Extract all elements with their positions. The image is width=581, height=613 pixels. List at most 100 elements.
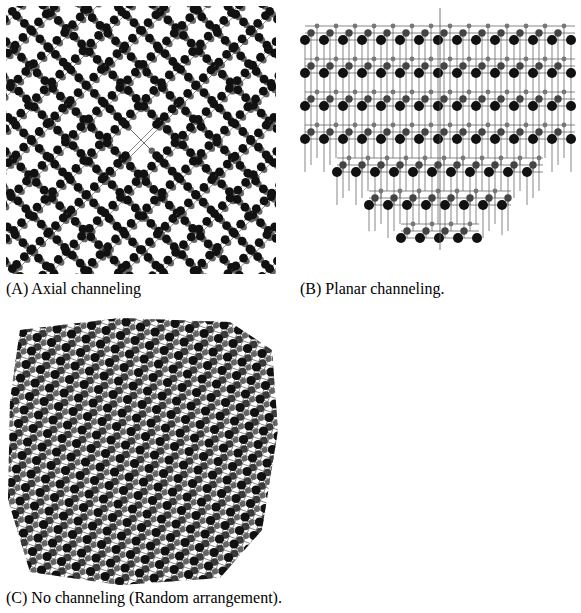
bond-line <box>501 158 502 191</box>
bond-line <box>69 308 75 322</box>
atom-dot <box>357 101 367 111</box>
atom-dot <box>74 88 83 97</box>
atom-dot <box>120 42 129 51</box>
atom-dot <box>543 24 548 29</box>
atom-dot <box>270 113 276 122</box>
atom-dot <box>448 123 453 128</box>
atom-dot <box>126 109 135 118</box>
atom-dot <box>516 128 523 135</box>
bond-line <box>38 37 276 274</box>
bond-line <box>0 542 10 547</box>
bond-line <box>463 158 464 191</box>
atom-dot <box>421 200 431 210</box>
bond-line <box>19 552 25 566</box>
atom-dot <box>256 53 265 62</box>
atom-dot <box>202 54 211 63</box>
atom-dot <box>86 232 95 241</box>
bond-line <box>330 132 331 165</box>
atom-dot <box>275 181 276 190</box>
bond-line <box>387 33 388 66</box>
atom-dot <box>440 95 447 102</box>
atom-dot <box>171 248 180 257</box>
atom-dot <box>121 306 127 312</box>
bond-line <box>164 163 276 274</box>
atom-dot <box>459 29 466 36</box>
atom-dot <box>63 62 72 71</box>
atom-dot <box>562 123 567 128</box>
bond-line <box>539 99 540 132</box>
atom-dot <box>76 122 85 131</box>
atom-dot <box>72 164 81 173</box>
bond-line <box>4 347 10 361</box>
bond-line <box>469 26 470 59</box>
bond-line <box>35 34 276 274</box>
bond-line <box>0 355 4 360</box>
atom-dot <box>147 109 156 118</box>
atom-dot <box>566 134 576 144</box>
bond-line <box>349 158 350 191</box>
atom-dot <box>222 50 231 59</box>
atom-dot <box>185 258 194 267</box>
atom-dot <box>82 190 91 199</box>
atom-dot <box>67 206 76 215</box>
atom-dot <box>17 317 23 323</box>
atom-dot <box>102 23 111 32</box>
atom-dot <box>471 134 481 144</box>
atom-dot <box>441 227 448 234</box>
atom-dot <box>38 110 47 119</box>
atom-dot <box>256 218 265 227</box>
atom-dot <box>543 57 548 62</box>
atom-dot <box>505 90 510 95</box>
bond-line <box>545 26 546 59</box>
atom-dot <box>0 448 3 454</box>
atom-dot <box>274 71 276 80</box>
atom-dot <box>178 131 187 140</box>
atom-dot <box>385 156 390 161</box>
atom-dot <box>455 189 460 194</box>
bond-line <box>368 66 369 99</box>
atom-dot <box>390 194 397 201</box>
bond-line <box>317 26 318 59</box>
bond-line <box>38 6 276 249</box>
axial-lattice <box>6 6 276 274</box>
atom-dot <box>248 61 257 70</box>
atom-dot <box>408 167 418 177</box>
atom-dot <box>326 95 333 102</box>
atom-dot <box>136 26 145 35</box>
atom-dot <box>230 42 239 51</box>
atom-dot <box>53 145 62 154</box>
atom-dot <box>40 186 49 195</box>
atom-dot <box>215 167 224 176</box>
atom-dot <box>326 29 333 36</box>
atom-dot <box>77 232 86 241</box>
atom-dot <box>84 114 93 123</box>
atom-dot <box>6 192 15 201</box>
atom-dot <box>19 238 28 247</box>
atom-dot <box>364 62 371 69</box>
atom-dot <box>347 156 352 161</box>
bond-line <box>387 158 388 191</box>
bond-line <box>0 465 9 470</box>
bond-line <box>6 52 229 274</box>
atom-dot <box>16 6 25 8</box>
atom-dot <box>471 35 481 45</box>
atom-dot <box>52 235 61 244</box>
atom-dot <box>233 85 242 94</box>
atom-dot <box>238 237 247 246</box>
atom-dot <box>52 36 61 45</box>
atom-dot <box>433 134 443 144</box>
atom-dot <box>6 234 10 243</box>
atom-dot <box>111 235 120 244</box>
atom-dot <box>411 222 416 227</box>
atom-dot <box>35 237 44 246</box>
bond-line <box>393 26 394 59</box>
bond-line <box>520 99 521 132</box>
atom-dot <box>173 172 182 181</box>
atom-dot <box>222 221 231 230</box>
atom-dot <box>233 76 242 85</box>
bond-line <box>349 66 350 99</box>
atom-dot <box>529 161 536 168</box>
atom-dot <box>524 90 529 95</box>
bond-line <box>317 59 318 92</box>
atom-dot <box>207 175 216 184</box>
